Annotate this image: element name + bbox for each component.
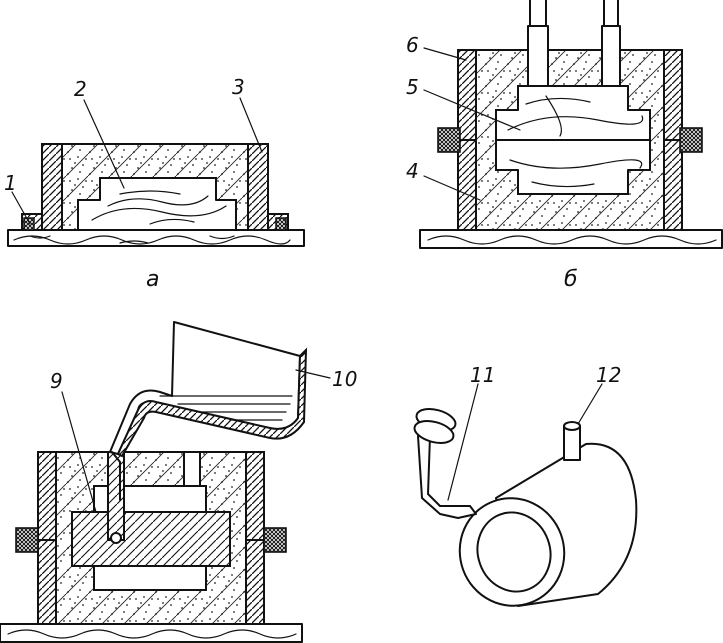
gating-system [413, 408, 477, 519]
panel-b: 6 5 4 б [406, 0, 723, 292]
panel-c: 9 10 [0, 321, 357, 643]
panel-d: 11 12 [413, 363, 638, 607]
label-2: 2 [74, 77, 87, 101]
label-5: 5 [406, 75, 419, 99]
riser-stub [563, 421, 581, 461]
molding-board-a [7, 229, 305, 247]
pouring-ladle [109, 321, 308, 501]
panel-a: 1 2 3 а [4, 75, 305, 292]
label-10: 10 [332, 367, 357, 391]
molding-board-b [419, 229, 723, 249]
pattern-b [495, 85, 651, 195]
label-6: 6 [406, 33, 419, 57]
label-12: 12 [596, 363, 621, 387]
molding-board-c [0, 623, 303, 643]
label-11: 11 [470, 363, 495, 387]
label-4: 4 [406, 159, 419, 183]
pattern-half-a [77, 177, 237, 231]
caption-b: б [564, 267, 578, 292]
label-3: 3 [232, 75, 245, 99]
sprue-pins-b [527, 0, 621, 87]
label-1: 1 [4, 171, 17, 195]
label-9: 9 [50, 369, 63, 393]
caption-a: а [146, 267, 159, 292]
flask-b [437, 49, 703, 231]
